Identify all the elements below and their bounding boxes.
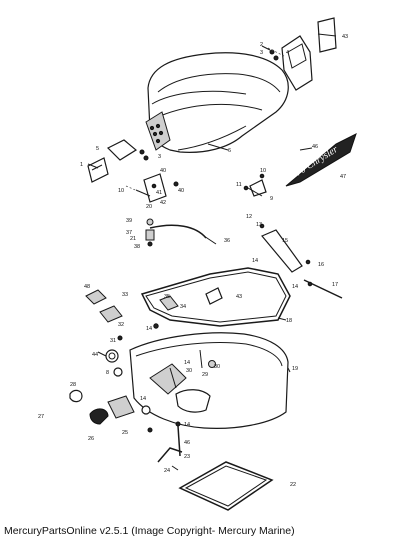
callout-18: 18 bbox=[286, 318, 292, 324]
callout-32: 32 bbox=[118, 322, 124, 328]
callout-44: 44 bbox=[92, 352, 98, 358]
bottom-cowl bbox=[129, 332, 289, 429]
callout-13: 13 bbox=[256, 222, 262, 228]
top-cowl bbox=[145, 52, 289, 153]
callout-25: 25 bbox=[122, 430, 128, 436]
callout-14e: 14 bbox=[140, 396, 146, 402]
callout-14c: 14 bbox=[146, 326, 152, 332]
callout-21: 21 bbox=[130, 236, 136, 242]
callout-47: 47 bbox=[340, 174, 346, 180]
callout-14d: 14 bbox=[184, 360, 190, 366]
callout-46b: 46 bbox=[312, 144, 318, 150]
callout-2: 2 bbox=[260, 42, 263, 48]
callout-40a: 40 bbox=[160, 168, 166, 174]
callout-24: 24 bbox=[164, 468, 170, 474]
callout-14b: 14 bbox=[292, 284, 298, 290]
callout-labels: 2 3 4 43 6 5 1 3 46 47 40 10 20 41 42 40… bbox=[38, 34, 348, 488]
pad bbox=[85, 289, 123, 323]
callout-31: 31 bbox=[110, 338, 116, 344]
callout-26: 26 bbox=[88, 436, 94, 442]
callout-46: 46 bbox=[184, 440, 190, 446]
exploded-view-drawing: 70 Chrysler bbox=[38, 17, 357, 511]
rear-handle bbox=[267, 17, 337, 91]
callout-4: 4 bbox=[286, 50, 289, 56]
callout-30: 30 bbox=[214, 364, 220, 370]
latch-clip bbox=[243, 173, 267, 197]
callout-35: 35 bbox=[164, 294, 170, 300]
callout-9: 9 bbox=[270, 196, 273, 202]
callout-22: 22 bbox=[290, 482, 296, 488]
callout-3: 3 bbox=[260, 50, 263, 56]
cowl-seal bbox=[140, 267, 291, 327]
latch-lever bbox=[259, 223, 343, 299]
latch-bracket bbox=[125, 173, 179, 203]
callout-10b: 10 bbox=[260, 168, 266, 174]
callout-6: 6 bbox=[228, 148, 231, 154]
parts-diagram: 70 Chrysler bbox=[38, 17, 357, 511]
callout-33: 33 bbox=[122, 292, 128, 298]
callout-20: 20 bbox=[146, 204, 152, 210]
callout-23: 23 bbox=[184, 454, 190, 460]
callout-17: 17 bbox=[332, 282, 338, 288]
shift-linkage bbox=[157, 421, 183, 471]
callout-29: 29 bbox=[202, 372, 208, 378]
callout-37: 37 bbox=[126, 230, 132, 236]
front-insert bbox=[87, 139, 149, 183]
callout-3b: 3 bbox=[158, 154, 161, 160]
callout-5: 5 bbox=[96, 146, 99, 152]
callout-14a: 14 bbox=[252, 258, 258, 264]
callout-14f: 14 bbox=[184, 422, 190, 428]
callout-30b: 30 bbox=[186, 368, 192, 374]
callout-43: 43 bbox=[342, 34, 348, 40]
left-small-parts bbox=[69, 323, 159, 433]
copyright-caption: MercuryPartsOnline v2.5.1 (Image Copyrig… bbox=[4, 525, 295, 537]
callout-36: 36 bbox=[224, 238, 230, 244]
callout-43b: 43 bbox=[236, 294, 242, 300]
callout-10: 10 bbox=[118, 188, 124, 194]
callout-39: 39 bbox=[126, 218, 132, 224]
callout-40: 40 bbox=[178, 188, 184, 194]
callout-27: 27 bbox=[38, 414, 44, 420]
bottom-gasket bbox=[178, 461, 274, 511]
callout-42: 42 bbox=[160, 200, 166, 206]
callout-8: 8 bbox=[106, 370, 109, 376]
leader-lines bbox=[87, 33, 337, 373]
callout-19: 19 bbox=[292, 366, 298, 372]
callout-48: 48 bbox=[84, 284, 90, 290]
callout-41: 41 bbox=[156, 190, 162, 196]
callout-38: 38 bbox=[134, 244, 140, 250]
callout-16: 16 bbox=[318, 262, 324, 268]
callout-34: 34 bbox=[180, 304, 186, 310]
callout-11: 11 bbox=[236, 182, 242, 188]
callout-28: 28 bbox=[70, 382, 76, 388]
callout-12: 12 bbox=[246, 214, 252, 220]
callout-15: 15 bbox=[282, 238, 288, 244]
callout-1: 1 bbox=[80, 162, 83, 168]
latch-cable bbox=[145, 218, 217, 247]
